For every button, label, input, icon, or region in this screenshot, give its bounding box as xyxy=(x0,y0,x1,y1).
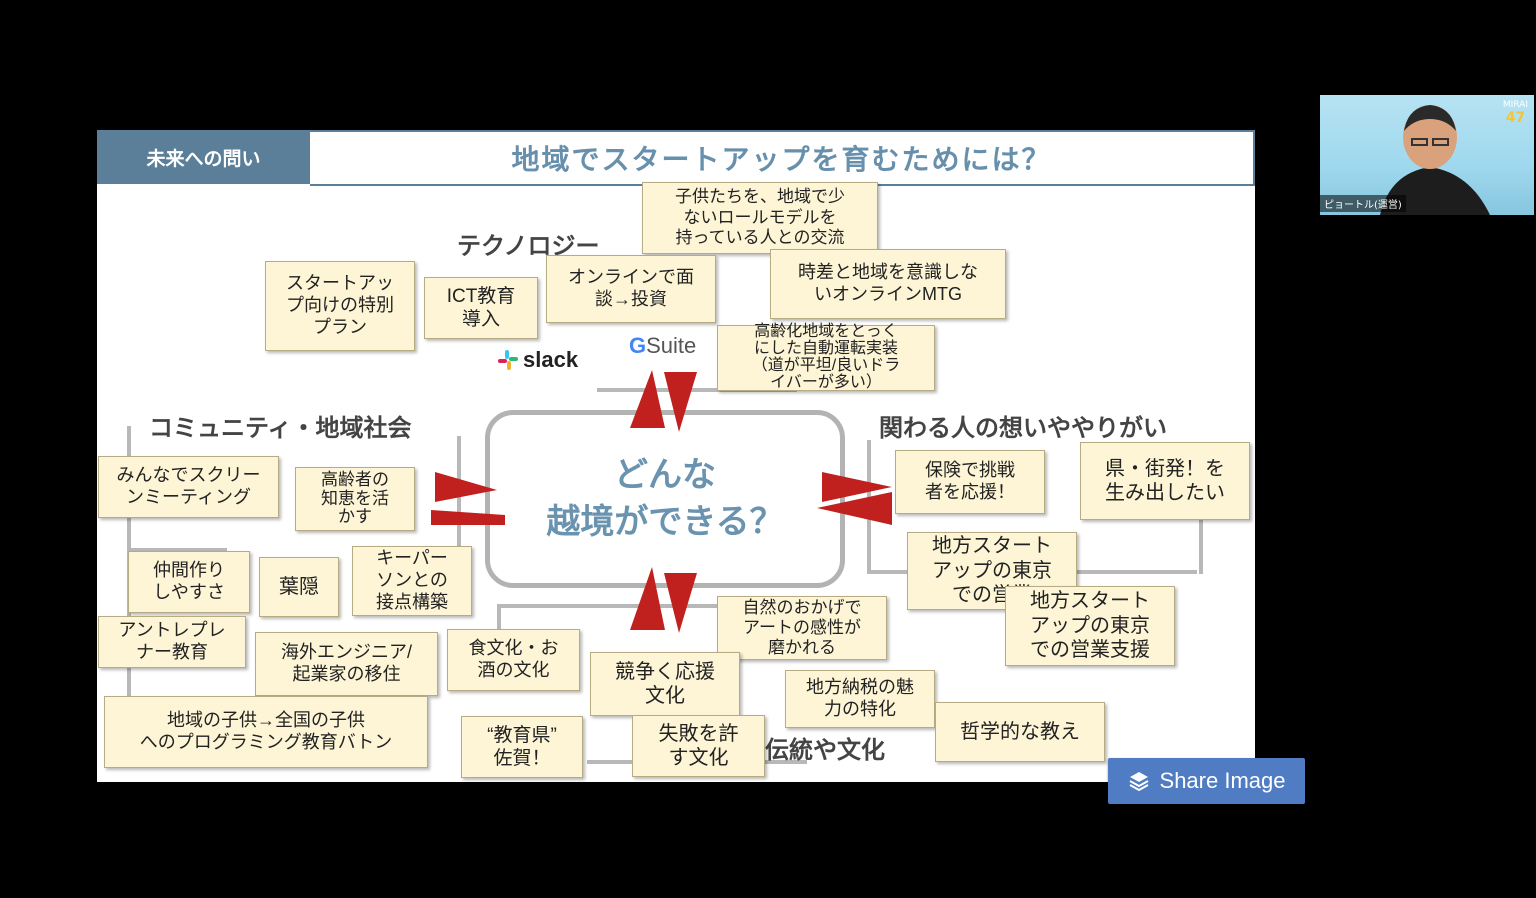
participant-figure xyxy=(1380,105,1490,215)
sticky-note: 自然のおかげで アートの感性が 磨かれる xyxy=(717,596,887,660)
slack-icon xyxy=(498,350,518,370)
category-community: コミュニティ・地域社会 xyxy=(149,414,412,442)
slack-logo: slack xyxy=(497,340,597,380)
sticky-note: スタートアッ プ向けの特別 プラン xyxy=(265,261,415,351)
sticky-note: 時差と地域を意識しな いオンラインMTG xyxy=(770,249,1006,319)
sticky-note: 県・街発！を 生み出したい xyxy=(1080,442,1250,520)
connector-line xyxy=(597,388,797,392)
sticky-note: 子供たちを、地域で少 ないロールモデルを 持っている人との交流 xyxy=(642,182,878,254)
sticky-note: みんなでスクリー ンミーティング xyxy=(98,456,279,518)
mirai47-logo: MIRAI 47 xyxy=(1502,100,1528,126)
sticky-note: 地方スタート アップの東京 での営業支援 xyxy=(1005,586,1175,666)
center-question: どんな 越境ができる？ xyxy=(485,410,845,588)
gsuite-logo: GSuite xyxy=(629,333,696,359)
connector-line xyxy=(127,548,227,552)
connector-line xyxy=(497,604,757,608)
sticky-note: 高齢化地域をとっく にした自動運転実装 （道が平坦/良いドラ イバーが多い） xyxy=(717,324,935,391)
participant-name: ピョートル(運営) xyxy=(1320,195,1406,212)
sticky-note: ICT教育 導入 xyxy=(424,277,538,339)
sticky-note: 地方納税の魅 力の特化 xyxy=(785,670,935,728)
sticky-note: キーパー ソンとの 接点構築 xyxy=(352,546,472,616)
slack-logo-text: slack xyxy=(523,347,579,372)
sticky-note: 失敗を許 す文化 xyxy=(632,715,765,777)
brand-line2: 47 xyxy=(1505,109,1526,126)
layers-icon xyxy=(1129,772,1149,792)
sticky-note: 地域の子供→全国の子供 へのプログラミング教育バトン xyxy=(104,696,428,768)
sticky-note: 保険で挑戦 者を応援！ xyxy=(895,450,1045,514)
category-people: 関わる人の想いややりがい xyxy=(879,414,1167,442)
category-tradition: 伝統や文化 xyxy=(765,736,885,764)
sticky-note: 競争く応援 文化 xyxy=(590,652,740,716)
sticky-note: 食文化・お 酒の文化 xyxy=(447,629,580,691)
sticky-note: 高齢者の 知恵を活 かす xyxy=(295,467,415,531)
sticky-note: オンラインで面 談→投資 xyxy=(546,255,716,323)
sticky-note: “教育県” 佐賀！ xyxy=(461,716,583,778)
sticky-note: 哲学的な教え xyxy=(935,702,1105,762)
share-image-button[interactable]: Share Image xyxy=(1108,758,1305,804)
connector-line xyxy=(867,440,871,570)
gsuite-g: G xyxy=(629,333,647,358)
sticky-note: 海外エンジニア/ 起業家の移住 xyxy=(255,632,438,696)
brand-line1: MIRAI xyxy=(1502,100,1528,110)
sticky-note: 葉隠 xyxy=(259,557,339,617)
participant-video[interactable]: MIRAI 47 ピョートル(運営) xyxy=(1320,95,1534,215)
presentation-slide: 未来への問い 地域でスタートアップを育むためには？ テクノロジー コミュニティ・… xyxy=(97,130,1255,782)
sticky-note: アントレプレ ナー教育 xyxy=(98,616,246,668)
connector-line xyxy=(457,436,461,546)
gsuite-text: Suite xyxy=(646,333,697,358)
sticky-note: 仲間作り しやすさ xyxy=(128,551,250,613)
slide-title: 地域でスタートアップを育むためには？ xyxy=(310,130,1255,186)
connector-line xyxy=(1199,470,1203,574)
share-image-label: Share Image xyxy=(1159,768,1286,793)
slide-header-label: 未来への問い xyxy=(97,130,310,184)
